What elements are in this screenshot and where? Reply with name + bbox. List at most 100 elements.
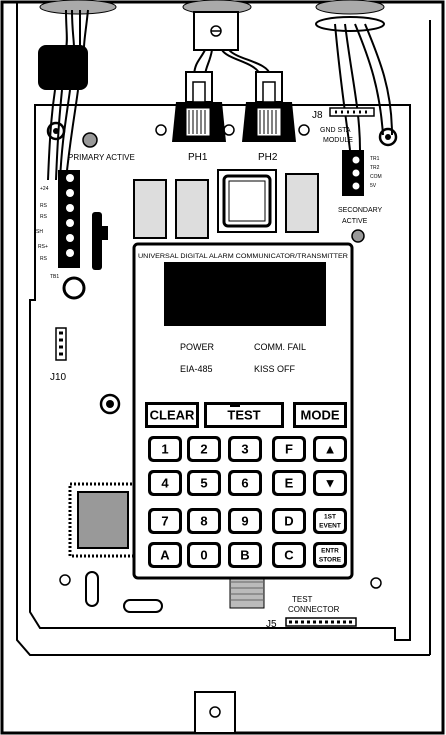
enter-store-key-label-1: ENTR bbox=[321, 548, 339, 555]
key-8-face bbox=[188, 509, 220, 533]
key-4-label: 4 bbox=[161, 476, 169, 491]
first-event-key-label-1: 1ST bbox=[324, 514, 336, 521]
key-8-label: 8 bbox=[200, 514, 207, 529]
key-d-label: D bbox=[284, 514, 293, 529]
key-4-face bbox=[149, 471, 181, 495]
terminal-left-1: +24 bbox=[40, 186, 49, 192]
key-f[interactable]: F bbox=[272, 436, 306, 462]
knockout-right bbox=[315, 0, 385, 15]
key-5[interactable]: 5 bbox=[187, 470, 221, 496]
key-a-face bbox=[149, 543, 181, 567]
key-1-label: 1 bbox=[161, 442, 168, 457]
power-indicator-label: POWER bbox=[180, 342, 215, 352]
relay-3 bbox=[285, 173, 319, 233]
down-arrow-key[interactable]: ▼ bbox=[313, 470, 347, 496]
module-chip bbox=[68, 482, 138, 558]
key-9-label: 9 bbox=[241, 514, 248, 529]
key-c[interactable]: C bbox=[272, 542, 306, 568]
gnd-start-label-1: GND STA bbox=[320, 127, 351, 134]
key-3[interactable]: 3 bbox=[228, 436, 262, 462]
terminal-right-4: 5V bbox=[370, 183, 377, 189]
test-key[interactable]: TEST bbox=[204, 402, 284, 428]
grommet-right bbox=[315, 16, 385, 32]
secondary-active-label-1: SECONDARY bbox=[338, 207, 383, 214]
bottom-slot-horizontal bbox=[123, 599, 163, 613]
key-a[interactable]: A bbox=[148, 542, 182, 568]
key-3-face bbox=[229, 437, 261, 461]
key-2[interactable]: 2 bbox=[187, 436, 221, 462]
secondary-active-label-2: ACTIVE bbox=[342, 218, 368, 225]
key-9[interactable]: 9 bbox=[228, 508, 262, 534]
up-arrow-key-face bbox=[314, 437, 346, 461]
j8-header bbox=[329, 107, 375, 117]
key-f-face bbox=[273, 437, 305, 461]
tb1-label: TB1 bbox=[50, 274, 59, 280]
mode-key-label: MODE bbox=[301, 408, 340, 423]
key-6-label: 6 bbox=[241, 476, 248, 491]
processor-socket bbox=[217, 169, 277, 233]
secondary-active-led bbox=[351, 229, 365, 243]
terminal-left-4: SH bbox=[36, 229, 43, 235]
key-8[interactable]: 8 bbox=[187, 508, 221, 534]
bottom-slot-vertical bbox=[85, 571, 99, 607]
key-e[interactable]: E bbox=[272, 470, 306, 496]
key-4[interactable]: 4 bbox=[148, 470, 182, 496]
ph2-connector bbox=[242, 71, 296, 142]
first-event-key[interactable]: 1ST EVENT bbox=[313, 508, 347, 534]
pcb-outline bbox=[29, 104, 411, 641]
mount-hole-bottom-right bbox=[370, 577, 382, 589]
ph1-label: PH1 bbox=[188, 152, 208, 163]
kiss-off-indicator-label: KISS OFF bbox=[254, 364, 296, 374]
mount-hole-top-left bbox=[46, 121, 66, 141]
ribbon-cable bbox=[229, 575, 265, 609]
key-5-face bbox=[188, 471, 220, 495]
enclosure-inner-edge bbox=[16, 2, 430, 656]
key-d-face bbox=[273, 509, 305, 533]
clear-key[interactable]: CLEAR bbox=[145, 402, 199, 428]
mount-hole-left-mid bbox=[99, 393, 121, 415]
key-3-label: 3 bbox=[241, 442, 248, 457]
up-arrow-key[interactable]: ▲ bbox=[313, 436, 347, 462]
ph1-connector bbox=[172, 71, 226, 142]
knockout-left bbox=[39, 0, 117, 15]
key-d[interactable]: D bbox=[272, 508, 306, 534]
key-c-face bbox=[273, 543, 305, 567]
lcd-display bbox=[164, 262, 326, 326]
key-b-label: B bbox=[240, 548, 249, 563]
key-0-face bbox=[188, 543, 220, 567]
first-event-key-label-2: EVENT bbox=[319, 523, 341, 530]
key-b-face bbox=[229, 543, 261, 567]
down-arrow-key-face bbox=[314, 471, 346, 495]
j5-label: J5 bbox=[266, 619, 277, 630]
terminal-left-2: RS bbox=[40, 203, 48, 209]
primary-active-led bbox=[82, 132, 98, 148]
key-2-label: 2 bbox=[200, 442, 207, 457]
mount-hole-top-right bbox=[378, 127, 398, 147]
mount-hole-bottom-left bbox=[59, 574, 71, 586]
down-arrow-key-label: ▼ bbox=[324, 476, 337, 491]
key-b[interactable]: B bbox=[228, 542, 262, 568]
key-7[interactable]: 7 bbox=[148, 508, 182, 534]
primary-active-label: PRIMARY ACTIVE bbox=[68, 153, 135, 162]
enter-store-key-label-2: STORE bbox=[319, 557, 342, 564]
terminal-right-3: COM bbox=[370, 174, 382, 180]
key-6[interactable]: 6 bbox=[228, 470, 262, 496]
key-c-label: C bbox=[284, 548, 294, 563]
key-0-label: 0 bbox=[200, 548, 207, 563]
terminal-right-2: TR2 bbox=[370, 165, 380, 171]
key-0[interactable]: 0 bbox=[187, 542, 221, 568]
device-title: UNIVERSAL DIGITAL ALARM COMMUNICATOR/TRA… bbox=[138, 253, 348, 260]
key-1[interactable]: 1 bbox=[148, 436, 182, 462]
terminal-left-5: RS+ bbox=[38, 244, 48, 250]
transformer bbox=[38, 45, 88, 90]
gnd-start-label-2: MODULE bbox=[323, 137, 353, 144]
enter-store-key[interactable]: ENTR STORE bbox=[313, 542, 347, 568]
enter-store-key-face bbox=[314, 543, 346, 567]
tb1-mount-ring bbox=[62, 276, 86, 300]
key-5-label: 5 bbox=[200, 476, 207, 491]
test-key-label: TEST bbox=[227, 408, 260, 423]
relay-1 bbox=[133, 179, 167, 239]
first-event-key-face bbox=[314, 509, 346, 533]
j10-label: J10 bbox=[50, 372, 67, 383]
mode-key[interactable]: MODE bbox=[293, 402, 347, 428]
